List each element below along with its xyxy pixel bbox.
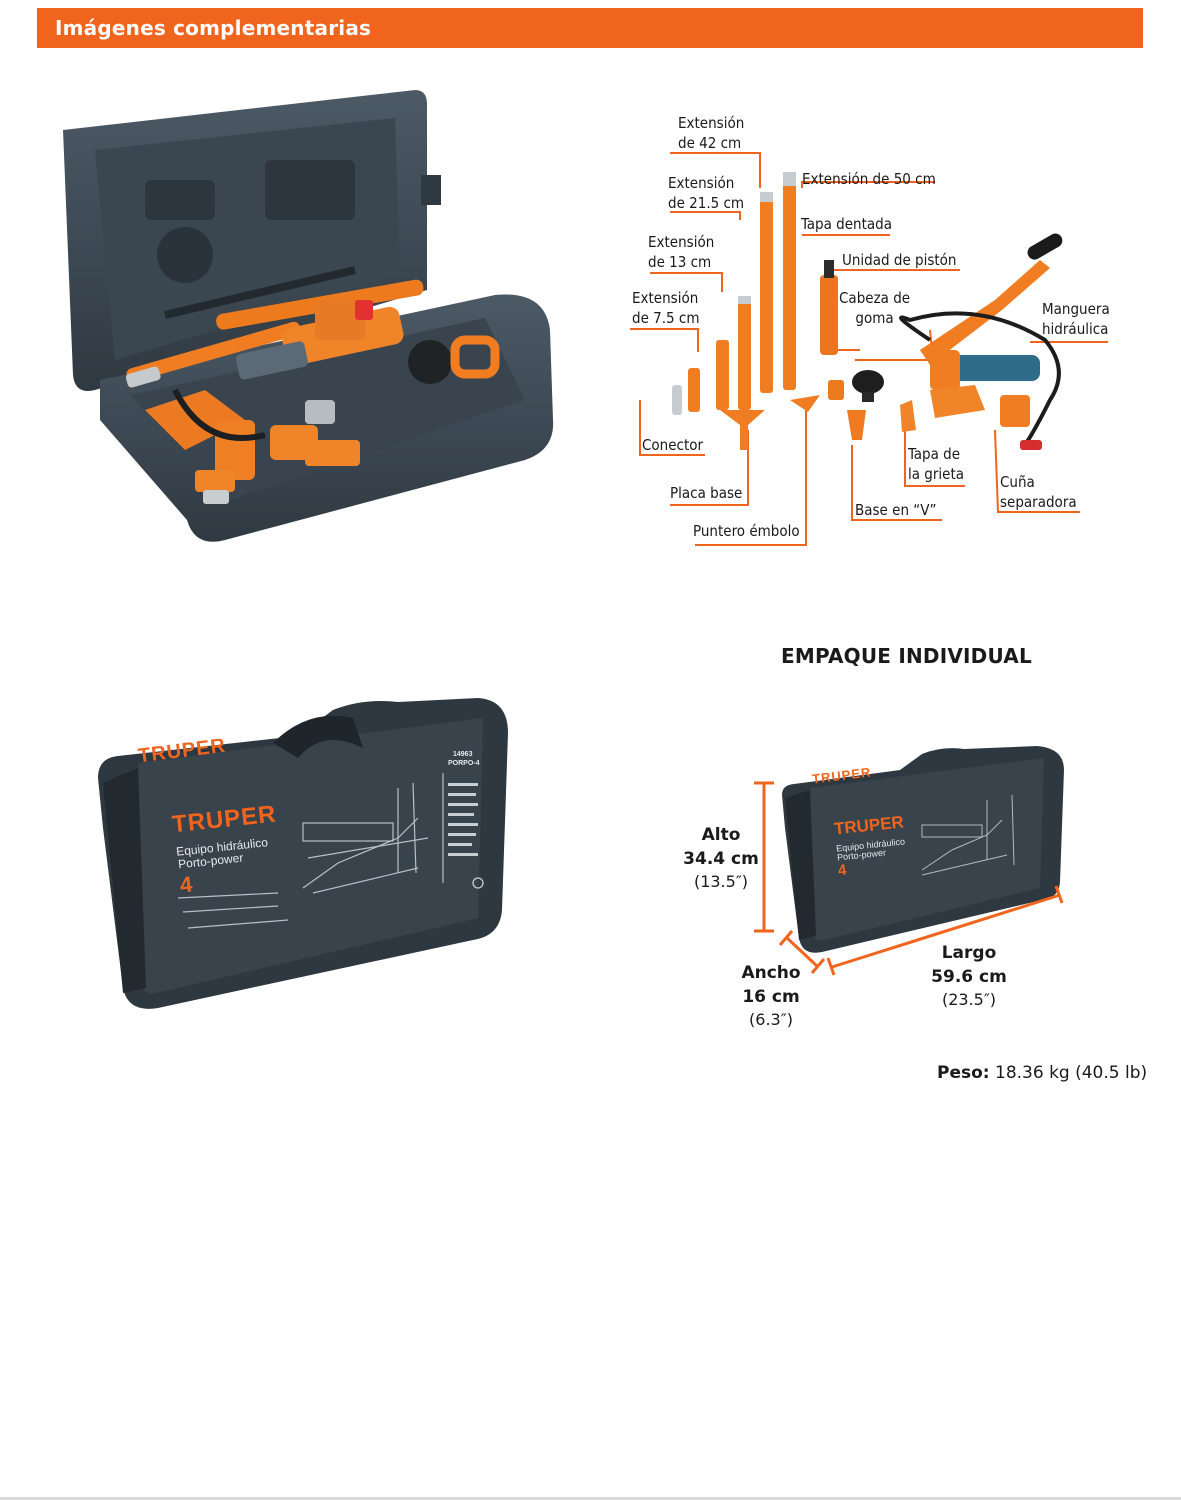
dimension-lines <box>754 781 1064 976</box>
box-code: 14963 <box>453 751 473 758</box>
package-weight: Peso: 18.36 kg (40.5 lb) <box>937 1063 1147 1083</box>
weight-value: 18.36 kg (40.5 lb) <box>989 1063 1148 1083</box>
dimension-largo: Largo 59.6 cm (23.5″) <box>931 943 1007 1009</box>
package-dimension-photo: TRUPER TRUPER Equipo hidráulico Porto-po… <box>782 740 1067 958</box>
label-conector: Conector <box>642 436 704 454</box>
label-placa-base: Placa base <box>670 484 743 502</box>
box-model: PORPO-4 <box>448 760 480 767</box>
closed-box-photo: TRUPER TRUPER Equipo hidráulico Porto-po… <box>98 688 508 1013</box>
dimension-alto: Alto 34.4 cm (13.5″) <box>683 825 759 891</box>
package-heading: EMPAQUE INDIVIDUAL <box>781 644 1032 668</box>
label-base-v: Base en “V” <box>855 501 937 519</box>
label-extension-50: Extensión de 50 cm <box>802 170 936 188</box>
label-puntero-embolo: Puntero émbolo <box>693 522 800 540</box>
section-header: Imágenes complementarias <box>37 8 1143 48</box>
weight-label: Peso: <box>937 1063 990 1083</box>
parts-diagram-photo <box>630 152 1108 546</box>
page-bottom-rule <box>0 1497 1181 1500</box>
dimension-ancho: Ancho 16 cm (6.3″) <box>741 963 801 1029</box>
open-case-photo <box>63 90 554 542</box>
label-unidad-piston: Unidad de pistón <box>842 251 957 269</box>
label-tapa-dentada: Tapa dentada <box>801 215 892 233</box>
section-title: Imágenes complementarias <box>55 16 372 40</box>
box-capacity: 4 <box>178 871 194 898</box>
